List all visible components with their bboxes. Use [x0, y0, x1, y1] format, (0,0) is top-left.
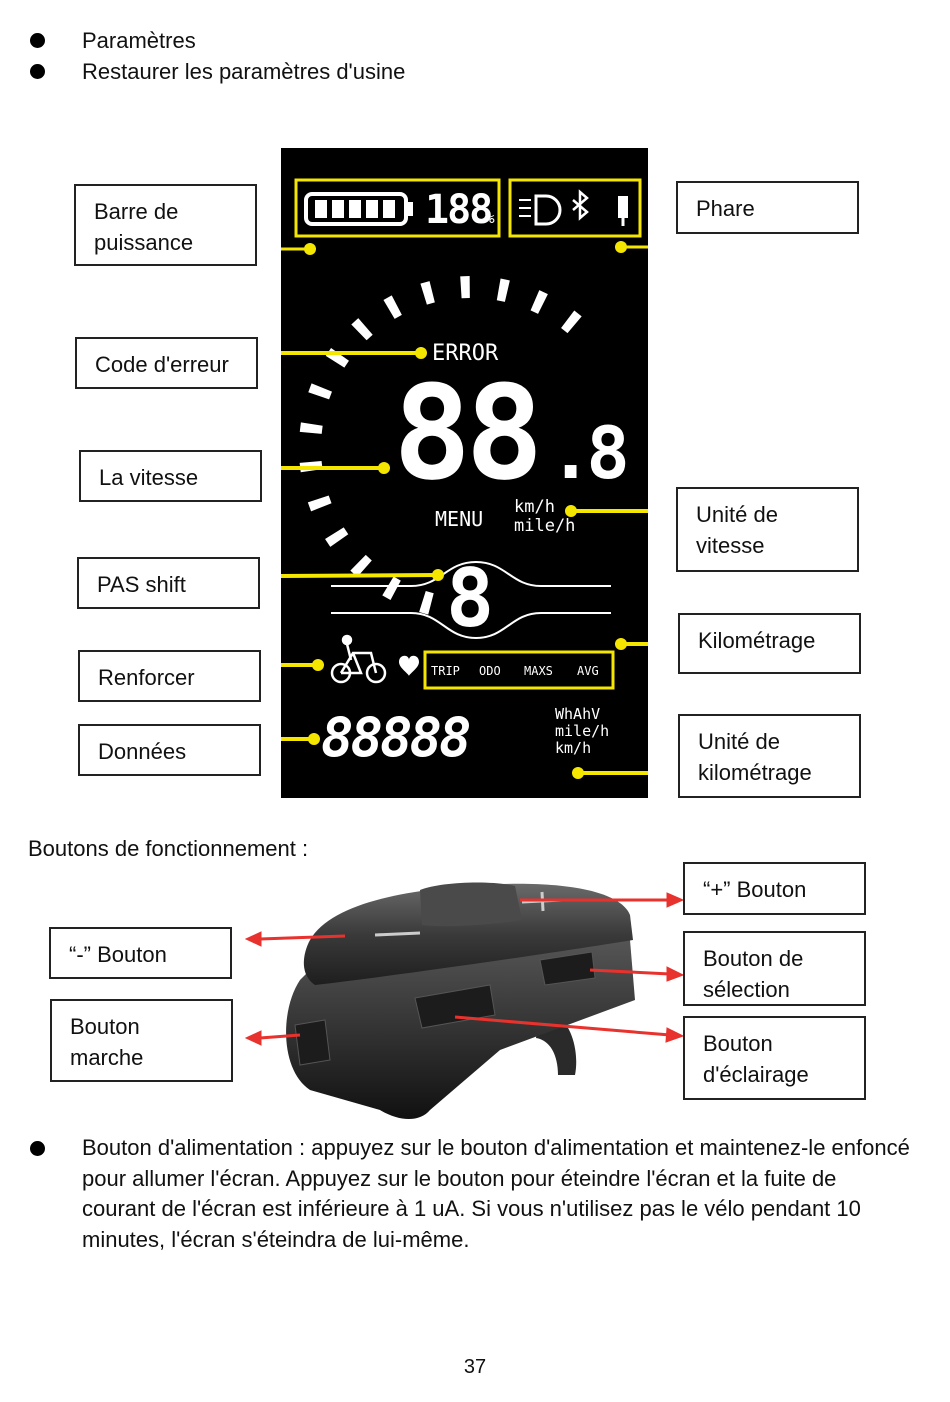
speed-arc-segment: [460, 276, 470, 299]
select-button-shape: [539, 951, 596, 986]
speed-unit-kmh: km/h: [514, 497, 555, 517]
modes-highlight-box: [423, 650, 615, 690]
battery-percent: 188: [425, 187, 493, 233]
label-speed-unit: Unité de vitesse: [676, 487, 859, 572]
label-data: Données: [78, 724, 261, 776]
speed-arc-segment: [325, 347, 349, 368]
battery-highlight-box: [294, 178, 501, 238]
speed-value: 88: [393, 357, 544, 509]
pas-level: 8: [446, 552, 495, 645]
lcd-graphics: [281, 178, 648, 779]
label-mileage: Kilométrage: [678, 613, 861, 674]
speed-arc-segment: [308, 383, 332, 400]
status-highlight-box: [508, 178, 642, 238]
bicycle-icon: [330, 634, 387, 684]
label-plus-button: “+” Bouton: [683, 862, 866, 915]
power-button-description: Bouton d'alimentation : appuyez sur le b…: [82, 1135, 910, 1252]
bullet-dot: [30, 64, 45, 79]
label-minus-button: “-” Bouton: [49, 927, 232, 979]
label-light-button: Bouton d'éclairage: [683, 1016, 866, 1100]
power-button-shape: [294, 1019, 331, 1066]
label-mileage-unit: Unité de kilométrage: [678, 714, 861, 798]
menu-label: MENU: [435, 507, 484, 531]
bullet-dot: [30, 1141, 45, 1156]
speed-arc-segment: [530, 290, 548, 314]
data-unit-kmh: km/h: [555, 739, 592, 757]
speed-arc-segment: [299, 422, 323, 434]
usb-icon: [618, 196, 628, 218]
label-speed: La vitesse: [79, 450, 262, 502]
data-unit-energy: WhAhV: [555, 705, 601, 723]
headlight-icon: [534, 194, 562, 226]
mode-odo: ODO: [479, 664, 501, 678]
heart-icon: [399, 655, 419, 676]
battery-icon: [304, 192, 408, 226]
speed-arc-segment: [307, 495, 332, 512]
label-boost: Renforcer: [78, 650, 261, 702]
data-digits: 88888: [321, 706, 472, 769]
speed-arc-segment: [351, 318, 373, 341]
speed-arc-segment: [383, 295, 402, 319]
bullet-text: Paramètres: [82, 28, 196, 53]
label-power-button: Bouton marche: [50, 999, 233, 1082]
label-error-code: Code d'erreur: [75, 337, 258, 389]
remote-top-shell: [303, 883, 633, 985]
speed-decimal: .8: [549, 411, 630, 495]
speed-arc-segment: [325, 527, 349, 547]
bluetooth-icon: [572, 189, 589, 221]
speed-arc-segment: [419, 591, 434, 615]
label-pas-shift: PAS shift: [77, 557, 260, 609]
error-code: ERROR: [432, 341, 499, 366]
percent-sign: %: [485, 208, 495, 227]
minus-symbol: [374, 931, 421, 937]
bullet-dot: [30, 33, 45, 48]
speed-arc-segment: [561, 310, 582, 334]
page-number: 37: [463, 1356, 487, 1378]
lcd-display: 188 % ERROR 88 .8 MENU km/h mile/h 8 TRI…: [281, 148, 648, 798]
mode-avg: AVG: [577, 664, 599, 678]
label-select-button: Bouton de sélection: [683, 931, 866, 1006]
remote-controller-image: [244, 882, 685, 1119]
red-arrows: [244, 892, 685, 1046]
speed-arc-segment: [420, 281, 435, 305]
speed-arc-segment: [382, 576, 401, 601]
data-unit-mph: mile/h: [555, 722, 610, 740]
bullet-text: Restaurer les paramètres d'usine: [82, 59, 406, 84]
label-power-bar: Barre de puissance: [74, 184, 257, 266]
mode-trip: TRIP: [431, 664, 460, 678]
speed-arc-segment: [350, 554, 372, 578]
section-title: Boutons de fonctionnement :: [28, 836, 309, 861]
label-headlight: Phare: [676, 181, 859, 234]
speed-unit-mph: mile/h: [514, 516, 576, 536]
speed-arc-segment: [496, 278, 510, 302]
mode-maxs: MAXS: [524, 664, 553, 678]
